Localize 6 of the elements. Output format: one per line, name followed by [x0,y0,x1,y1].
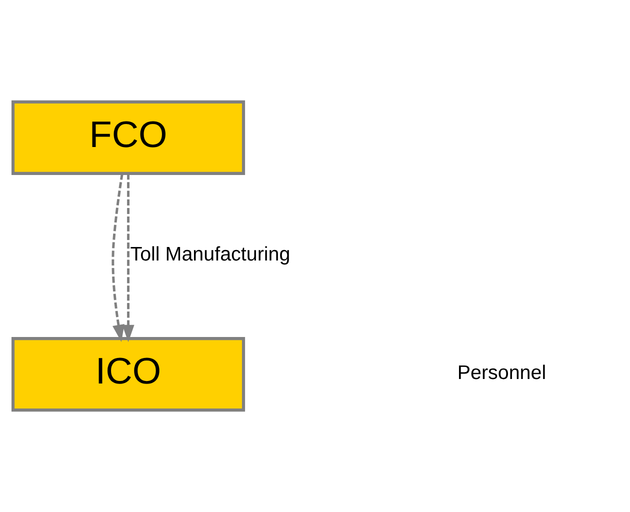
arrow [112,173,124,342]
edge-label: Toll Manufacturing [130,244,290,266]
label: Personnel [457,362,546,384]
arrow [122,173,134,342]
node-box: ICO [11,337,246,412]
node-box: FCO [11,100,246,175]
